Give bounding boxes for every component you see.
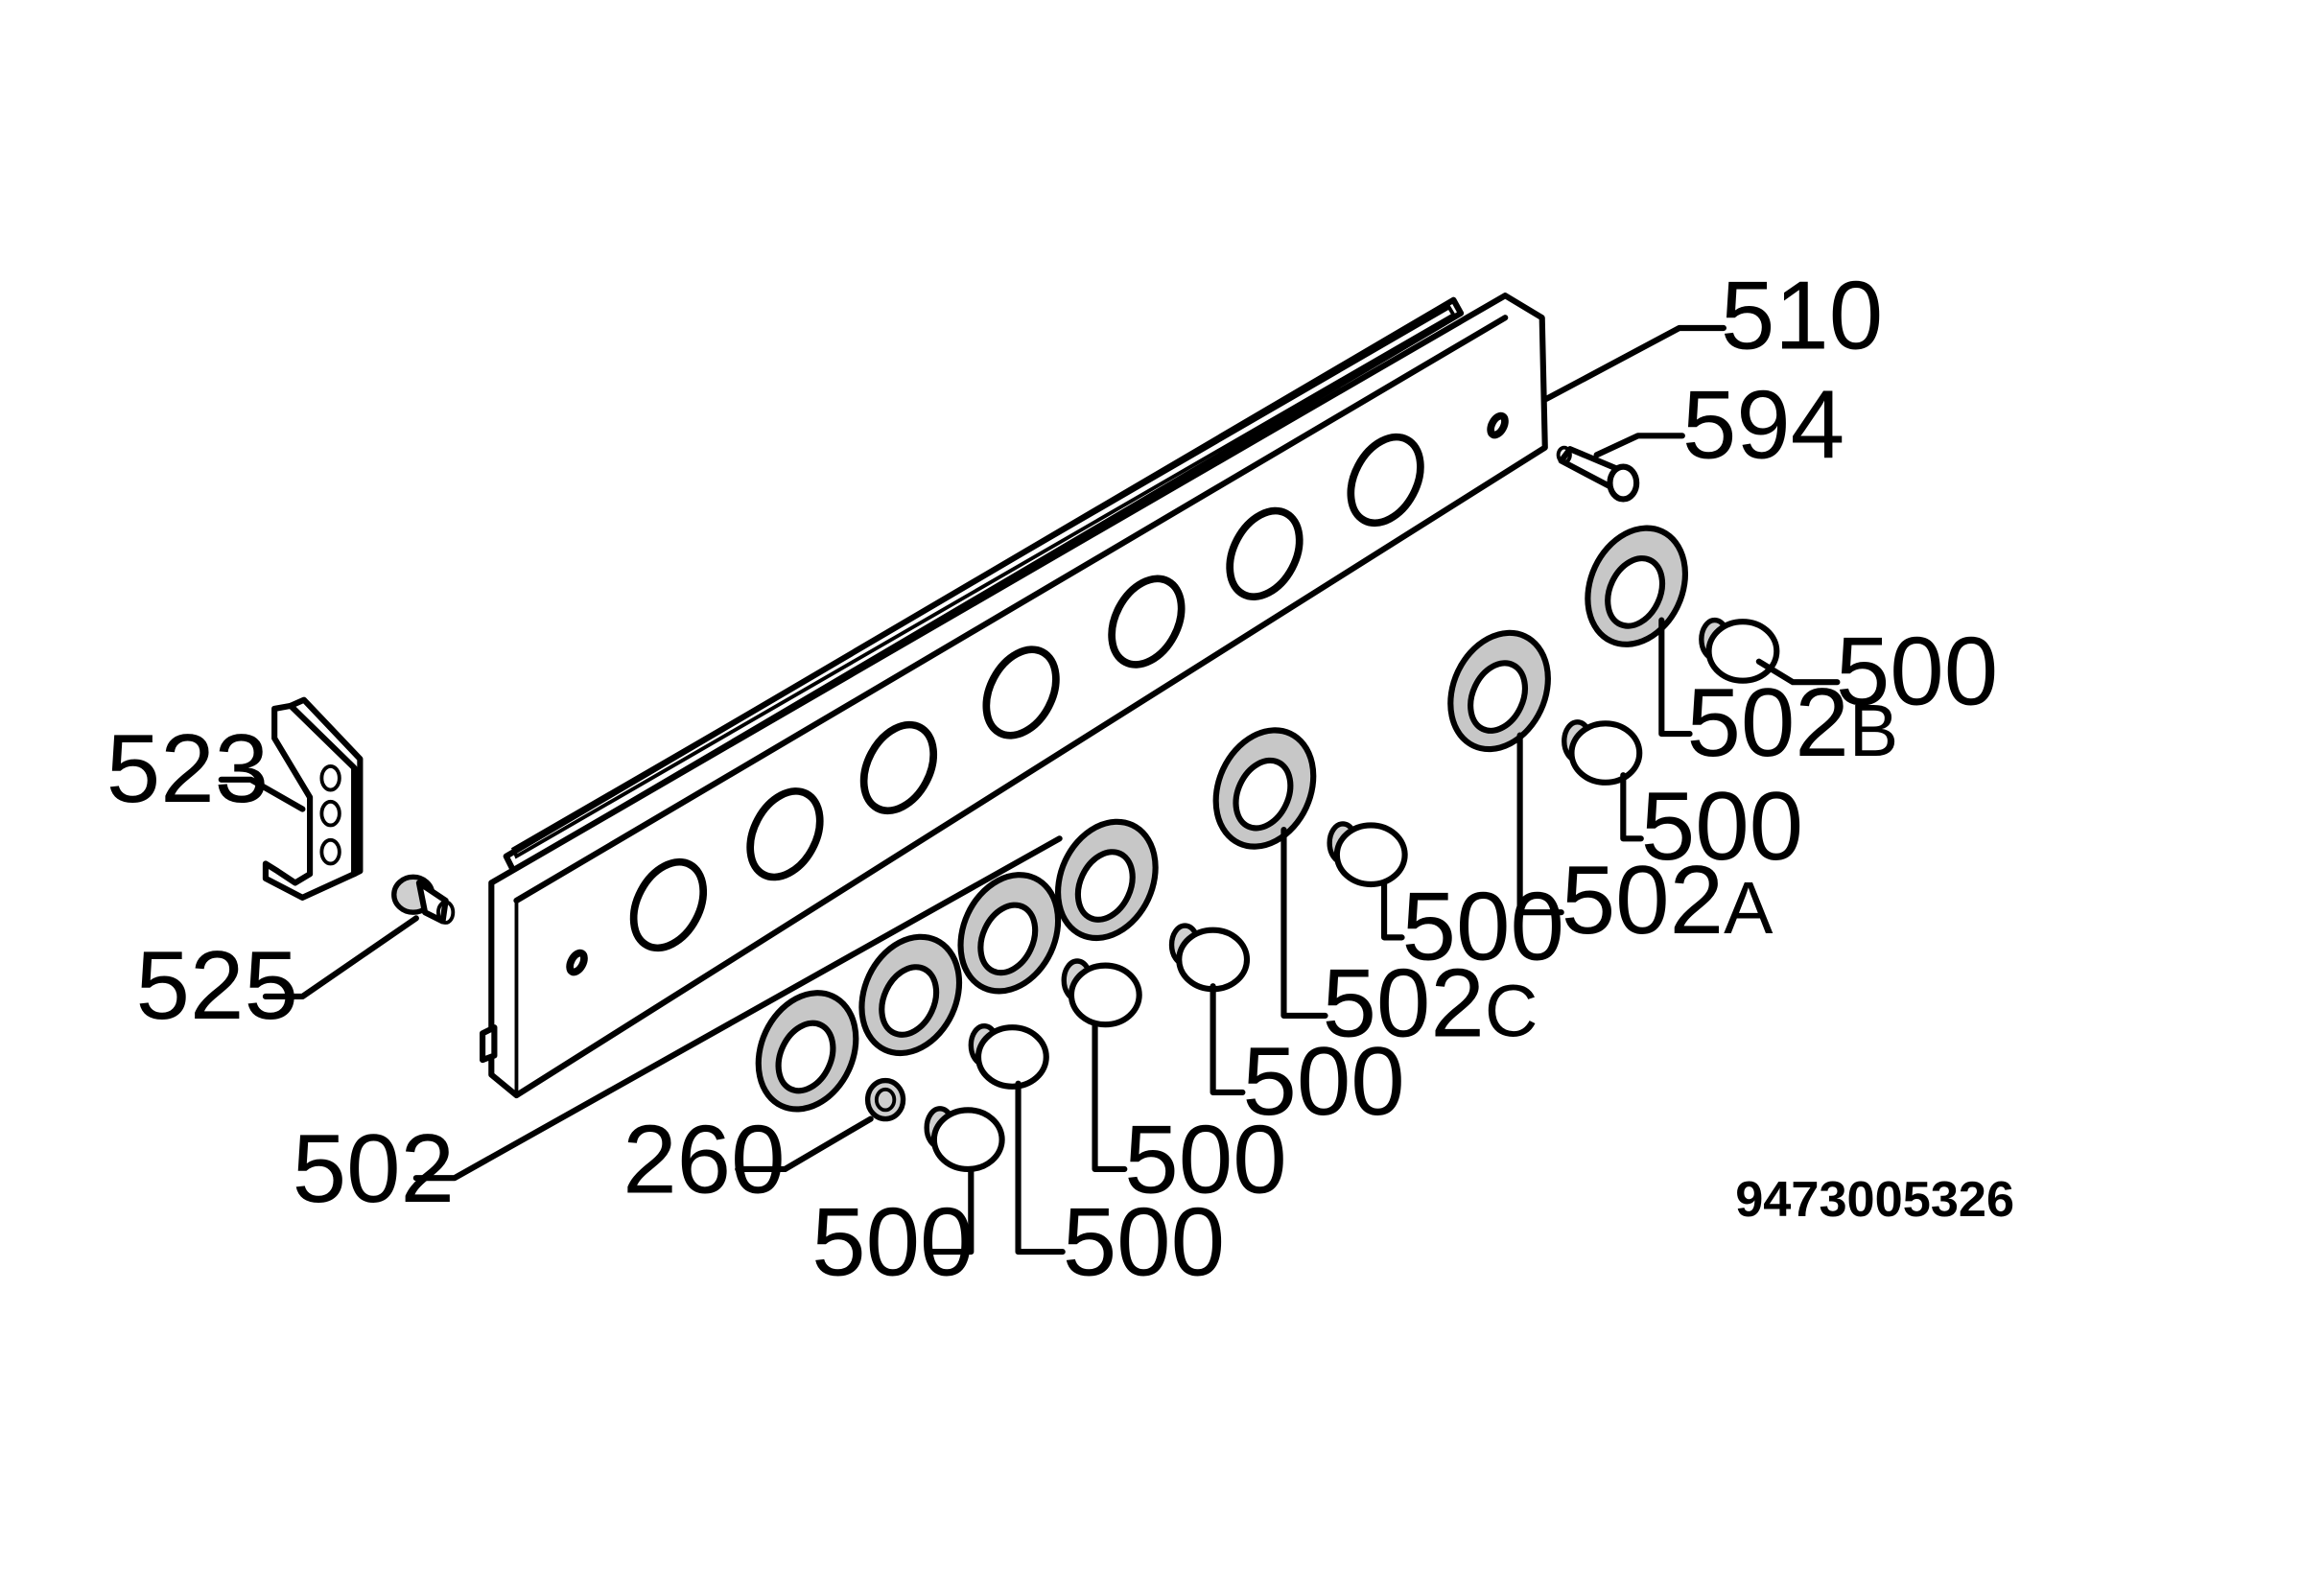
label-502a-suffix: A	[1724, 867, 1773, 950]
part-labels: 510 594 523 525 500 502B 500 500 502A 50…	[106, 261, 2014, 1297]
control-panel	[480, 293, 1548, 1099]
label-500: 500	[1836, 616, 1998, 725]
label-502a: 502A	[1562, 845, 1773, 954]
spring-part	[864, 1077, 906, 1122]
bezel	[1212, 727, 1317, 850]
label-510: 510	[1721, 261, 1883, 370]
bezel	[1054, 818, 1159, 942]
label-502c-number: 502	[1322, 948, 1484, 1057]
knob-bezels	[755, 525, 1689, 1113]
knob	[1327, 821, 1408, 888]
label-500: 500	[1402, 871, 1564, 980]
leader-lines	[218, 324, 1841, 1256]
knob	[1562, 719, 1643, 786]
spacer-part	[391, 874, 456, 925]
label-502a-number: 502	[1562, 845, 1724, 954]
label-594: 594	[1682, 369, 1844, 479]
bezel	[957, 872, 1062, 995]
label-502b: 502B	[1686, 668, 1898, 777]
end-bracket	[262, 696, 364, 901]
label-523: 523	[106, 714, 269, 823]
label-502b-number: 502	[1686, 668, 1848, 777]
label-500: 500	[811, 1187, 974, 1297]
knob	[924, 1106, 1005, 1172]
label-502c-suffix: C	[1485, 970, 1539, 1052]
knob	[1168, 923, 1251, 993]
label-500: 500	[1242, 1026, 1404, 1136]
bezel	[1585, 525, 1689, 647]
bolt-part	[1556, 445, 1640, 503]
knob	[1061, 958, 1142, 1028]
knob	[1699, 617, 1780, 684]
label-502: 502	[293, 1114, 455, 1223]
bezel	[1447, 629, 1551, 753]
bezel	[858, 933, 963, 1057]
label-525: 525	[136, 930, 298, 1040]
label-500: 500	[1641, 771, 1803, 880]
label-502c: 502C	[1322, 948, 1538, 1057]
label-500: 500	[1124, 1105, 1286, 1214]
label-502b-suffix: B	[1849, 690, 1898, 772]
bezel	[755, 990, 859, 1113]
label-260: 260	[622, 1105, 785, 1214]
drawing-code: 9473005326	[1735, 1172, 2014, 1228]
knob	[968, 1023, 1049, 1090]
label-500: 500	[1063, 1187, 1225, 1297]
